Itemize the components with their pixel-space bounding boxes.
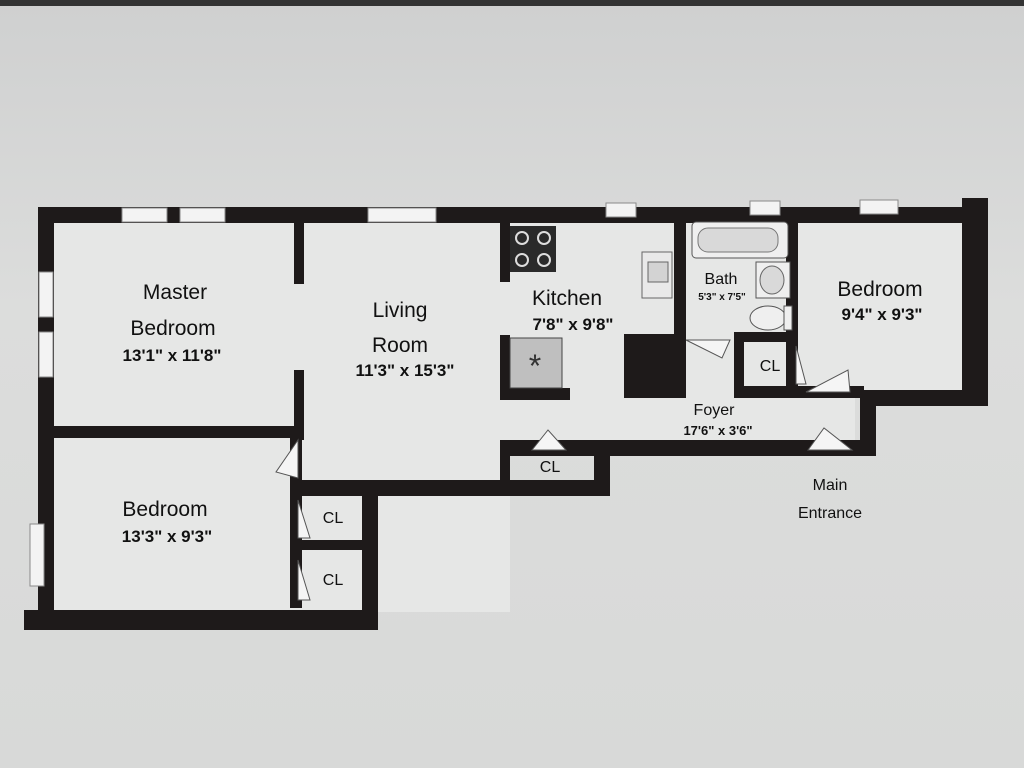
closet-label-kitchen: CL	[540, 459, 561, 476]
svg-text:*: *	[529, 348, 541, 384]
master-bedroom-dims: 13'1" x 11'8"	[123, 346, 222, 365]
bedroom-left-label: Bedroom	[122, 498, 207, 521]
doors	[275, 339, 854, 601]
foyer-label: Foyer	[694, 402, 736, 419]
main-entrance-label-2: Entrance	[798, 505, 862, 522]
closet-label-right: CL	[760, 358, 781, 375]
kitchen-label: Kitchen	[532, 287, 602, 310]
bathtub-icon	[691, 221, 789, 259]
closet-label-2: CL	[323, 572, 344, 589]
main-entrance-label: Main	[813, 477, 848, 494]
door-closet-right	[795, 345, 807, 385]
bedroom-right-label: Bedroom	[837, 278, 922, 301]
toilet-icon	[749, 305, 793, 331]
living-room-label: Living	[373, 299, 428, 322]
living-room-label-2: Room	[372, 334, 428, 357]
master-bedroom-label-2: Bedroom	[130, 317, 215, 340]
bedroom-left-dims: 13'3" x 9'3"	[122, 527, 212, 546]
windows	[29, 199, 899, 587]
kitchen-sink-icon	[641, 251, 673, 299]
bath-dims: 5'3" x 7'5"	[698, 292, 746, 303]
stove-icon	[510, 226, 556, 272]
door-main-entrance	[807, 427, 854, 451]
door-bath	[685, 339, 731, 359]
master-bedroom-label: Master	[143, 281, 207, 304]
kitchen-cabinet-block	[624, 334, 686, 398]
exterior-walls	[24, 198, 988, 630]
screen-bezel	[0, 0, 1024, 6]
refrigerator-icon: *	[509, 337, 563, 389]
bedroom-right-dims: 9'4" x 9'3"	[842, 305, 923, 324]
kitchen-dims: 7'8" x 9'8"	[533, 315, 614, 334]
door-closet-2	[297, 559, 311, 601]
door-bedroom-right	[805, 369, 851, 393]
door-closet-kitchen	[530, 429, 568, 451]
closet-label-1: CL	[323, 510, 344, 527]
living-room-dims: 11'3" x 15'3"	[356, 361, 455, 380]
bath-label: Bath	[705, 271, 738, 288]
door-closet-1	[297, 499, 311, 539]
door-bedroom-left	[275, 438, 299, 479]
bath-sink-icon	[755, 261, 791, 299]
foyer-dims: 17'6" x 3'6"	[683, 423, 752, 438]
